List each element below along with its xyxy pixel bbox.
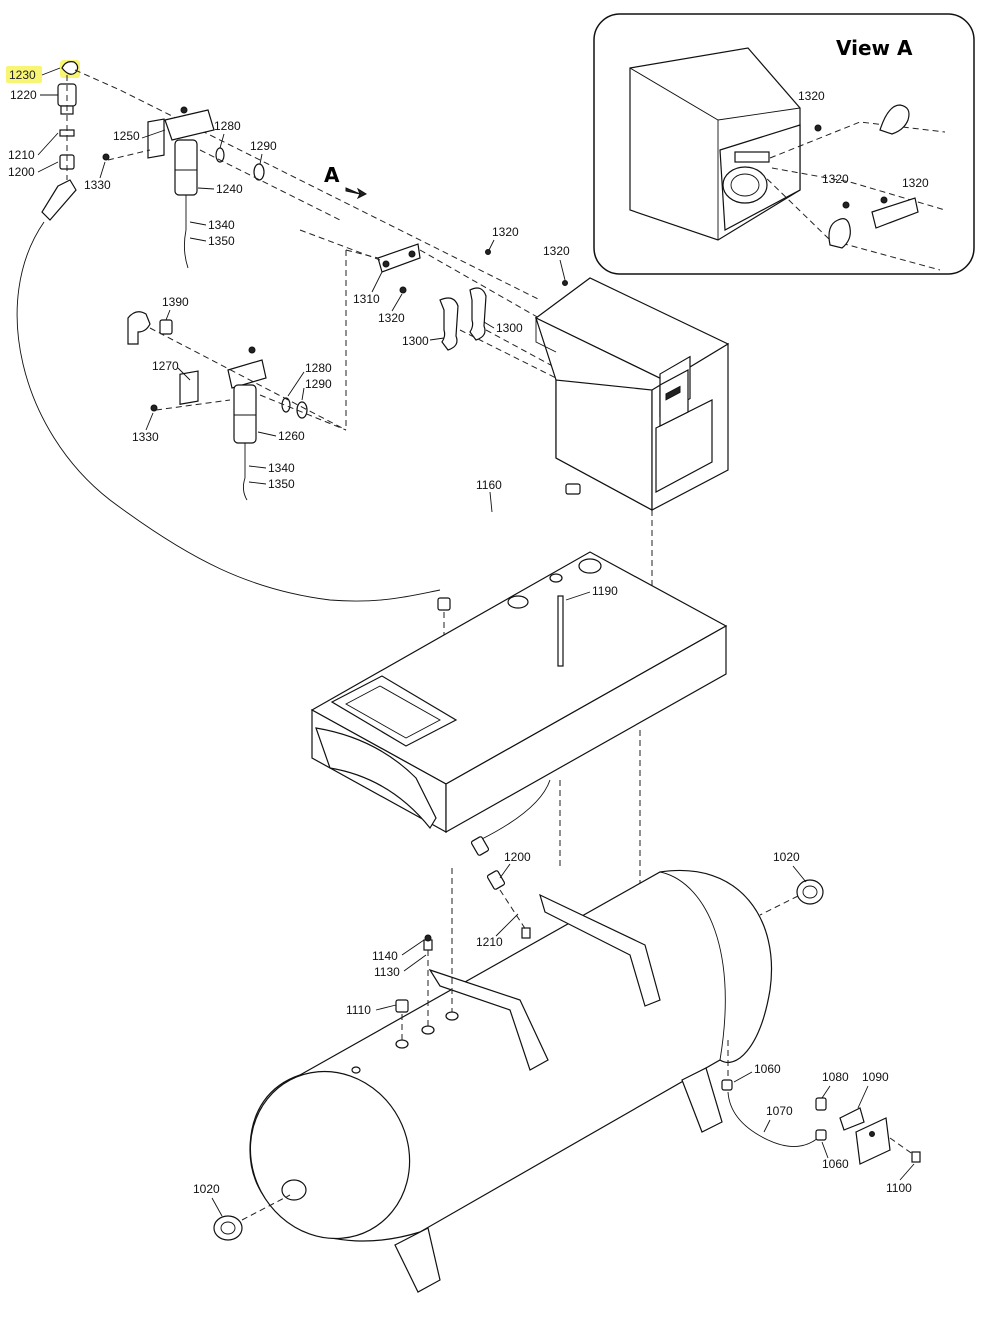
callout-1320-f: 1320: [902, 176, 929, 190]
callout-1280-a: 1280: [214, 119, 241, 133]
dryer-unit: [534, 277, 730, 512]
callout-1320-b: 1320: [543, 244, 570, 258]
callout-1300-b: 1300: [496, 321, 523, 335]
callout-1200-a: 1200: [8, 165, 35, 179]
callout-1190: 1190: [592, 584, 618, 598]
callout-1100: 1100: [886, 1181, 912, 1195]
pipe-1160: [437, 483, 581, 611]
air-receiver-tank: [213, 869, 824, 1293]
callout-1350-a: 1350: [208, 234, 235, 248]
callout-1130: 1130: [374, 965, 400, 979]
lower-filter-group: [127, 311, 308, 501]
callout-1310: 1310: [353, 292, 380, 306]
callout-1330-a: 1330: [84, 178, 111, 192]
callout-1210-b: 1210: [476, 935, 503, 949]
callout-1240: 1240: [216, 182, 243, 196]
callout-1290-a: 1290: [250, 139, 277, 153]
callout-1250: 1250: [113, 129, 140, 143]
callout-1110: 1110: [346, 1003, 371, 1017]
upper-filter-group: [102, 106, 265, 269]
callout-1210-a: 1210: [8, 148, 35, 162]
callout-1060-a: 1060: [754, 1062, 781, 1076]
drain-assembly: [721, 1079, 921, 1165]
dryer-bracket-hoses: [377, 243, 568, 351]
callout-1340-a: 1340: [208, 218, 235, 232]
callout-1330-b: 1330: [132, 430, 159, 444]
callout-1230: 1230: [9, 68, 36, 82]
view-a-title: View A: [836, 36, 913, 60]
callout-1340-b: 1340: [268, 461, 295, 475]
view-a-arrow: [345, 187, 368, 200]
callout-1290-b: 1290: [305, 377, 332, 391]
callout-1320-c: 1320: [378, 311, 405, 325]
callout-1160: 1160: [476, 478, 502, 492]
view-a-marker: A: [324, 163, 340, 187]
base-plate: [310, 551, 728, 834]
callout-1390: 1390: [162, 295, 189, 309]
callout-1080: 1080: [822, 1070, 849, 1084]
callout-1350-b: 1350: [268, 477, 295, 491]
callout-1140: 1140: [372, 949, 398, 963]
callout-1020-b: 1020: [773, 850, 800, 864]
view-a-inset: View A: [593, 13, 975, 275]
callout-1320-e: 1320: [822, 172, 849, 186]
callout-1200-b: 1200: [504, 850, 531, 864]
callout-1220: 1220: [10, 88, 37, 102]
callout-1020-a: 1020: [193, 1182, 220, 1196]
callout-1280-b: 1280: [305, 361, 332, 375]
callout-1320-d: 1320: [798, 89, 825, 103]
callout-1090: 1090: [862, 1070, 889, 1084]
callout-1270: 1270: [152, 359, 179, 373]
callout-1300-a: 1300: [402, 334, 429, 348]
highlight-1230: [6, 66, 42, 83]
drain-valve-stack: [16, 61, 441, 602]
callout-1320-a: 1320: [492, 225, 519, 239]
callout-1070: 1070: [766, 1104, 793, 1118]
callout-1260: 1260: [278, 429, 305, 443]
callout-1060-b: 1060: [822, 1157, 849, 1171]
